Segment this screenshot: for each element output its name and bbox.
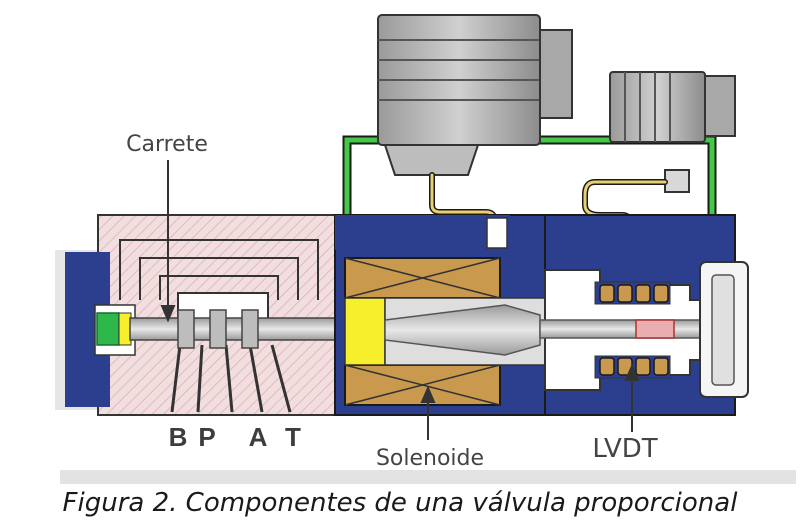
- label-solenoid: Solenoide: [376, 446, 484, 471]
- pointers: [160, 160, 640, 440]
- solenoid-block: [334, 214, 546, 416]
- figure-caption: Figura 2. Componentes de una válvula pro…: [62, 488, 738, 518]
- port-label-t: T: [285, 422, 301, 452]
- port-label-p: P: [198, 422, 215, 452]
- lvdt-block: [539, 214, 749, 416]
- lvdt-connector: [609, 71, 736, 193]
- caption-divider: [60, 470, 796, 484]
- solenoid-connector: [377, 14, 573, 176]
- end-cap: [65, 252, 136, 407]
- label-lvdt: LVDT: [592, 434, 657, 464]
- caption-bar: Figura 2. Componentes de una válvula pro…: [0, 470, 800, 531]
- label-spool: Carrete: [126, 132, 208, 157]
- port-label-b: B: [169, 422, 188, 452]
- port-label-a: A: [249, 422, 268, 452]
